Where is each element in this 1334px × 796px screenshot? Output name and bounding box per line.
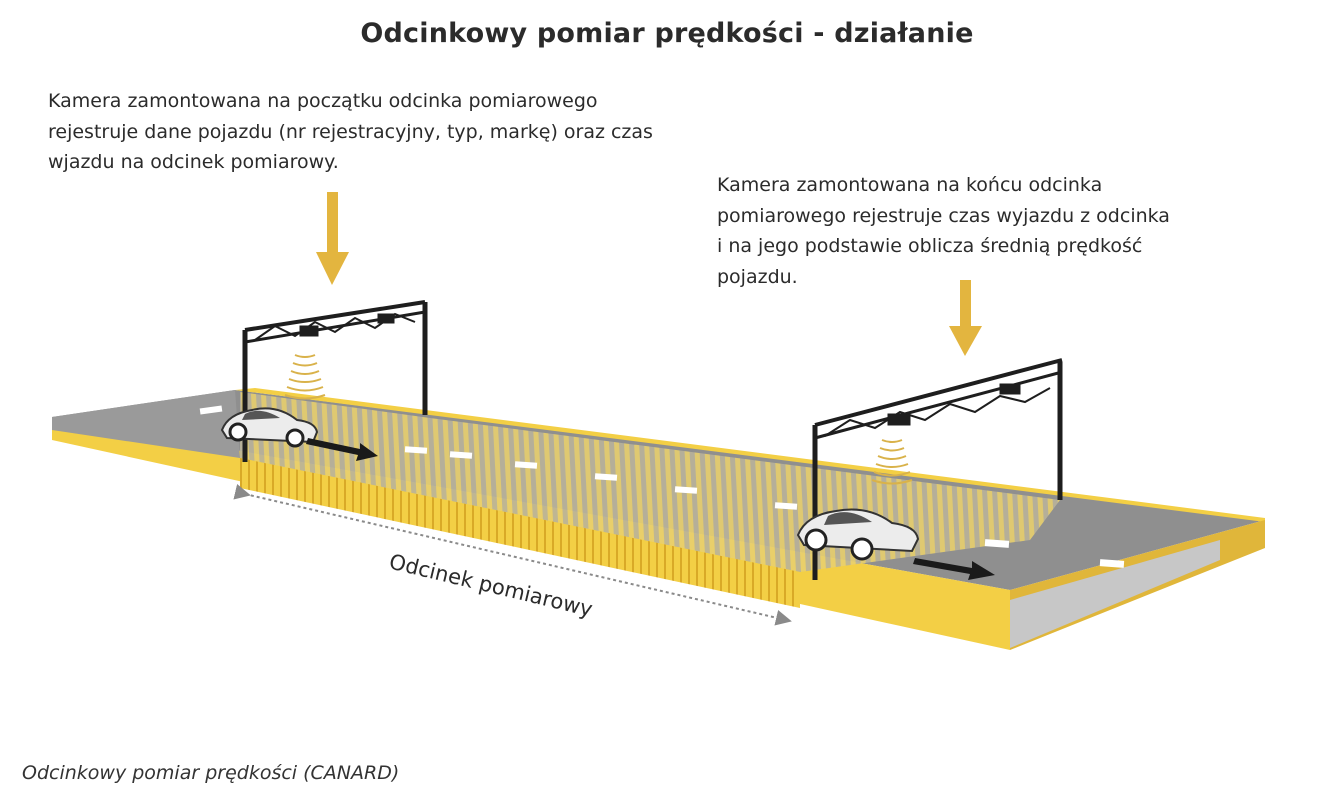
note-start-line: rejestruje dane pojazdu (nr rejestracyjn… [48,120,653,143]
image-caption: Odcinkowy pomiar prędkości (CANARD) [22,762,400,784]
camera-gantry-start [242,300,428,462]
note-start-line: wjazdu na odcinek pomiarowy. [48,151,339,173]
note-end-line: pomiarowego rejestruje czas wyjazdu z od… [717,204,1170,227]
note-end-line: i na jego podstawie oblicza średnią pręd… [717,235,1143,257]
direction-arrow-end [913,558,995,580]
direction-arrow-start [306,438,378,461]
segment-label: Odcinek pomiarowy [387,550,595,622]
camera-gantry-end [812,358,1063,580]
down-arrow-start-icon [316,192,349,285]
segment-length-arrow [233,483,792,626]
note-start-camera: Kamera zamontowana na początku odcinka p… [48,86,653,178]
camera-beam-start [284,354,326,400]
note-end-line: Kamera zamontowana na końcu odcinka [717,174,1103,196]
diagram-title: Odcinkowy pomiar prędkości - działanie [360,18,974,49]
note-end-line: pojazdu. [717,265,798,288]
down-arrow-end-icon [949,280,982,356]
note-start-line: Kamera zamontowana na początku odcinka p… [48,90,598,112]
camera-beam-end [871,439,913,485]
note-end-camera: Kamera zamontowana na końcu odcinka pomi… [717,170,1170,292]
car-start [220,407,319,448]
car-end [796,508,920,561]
